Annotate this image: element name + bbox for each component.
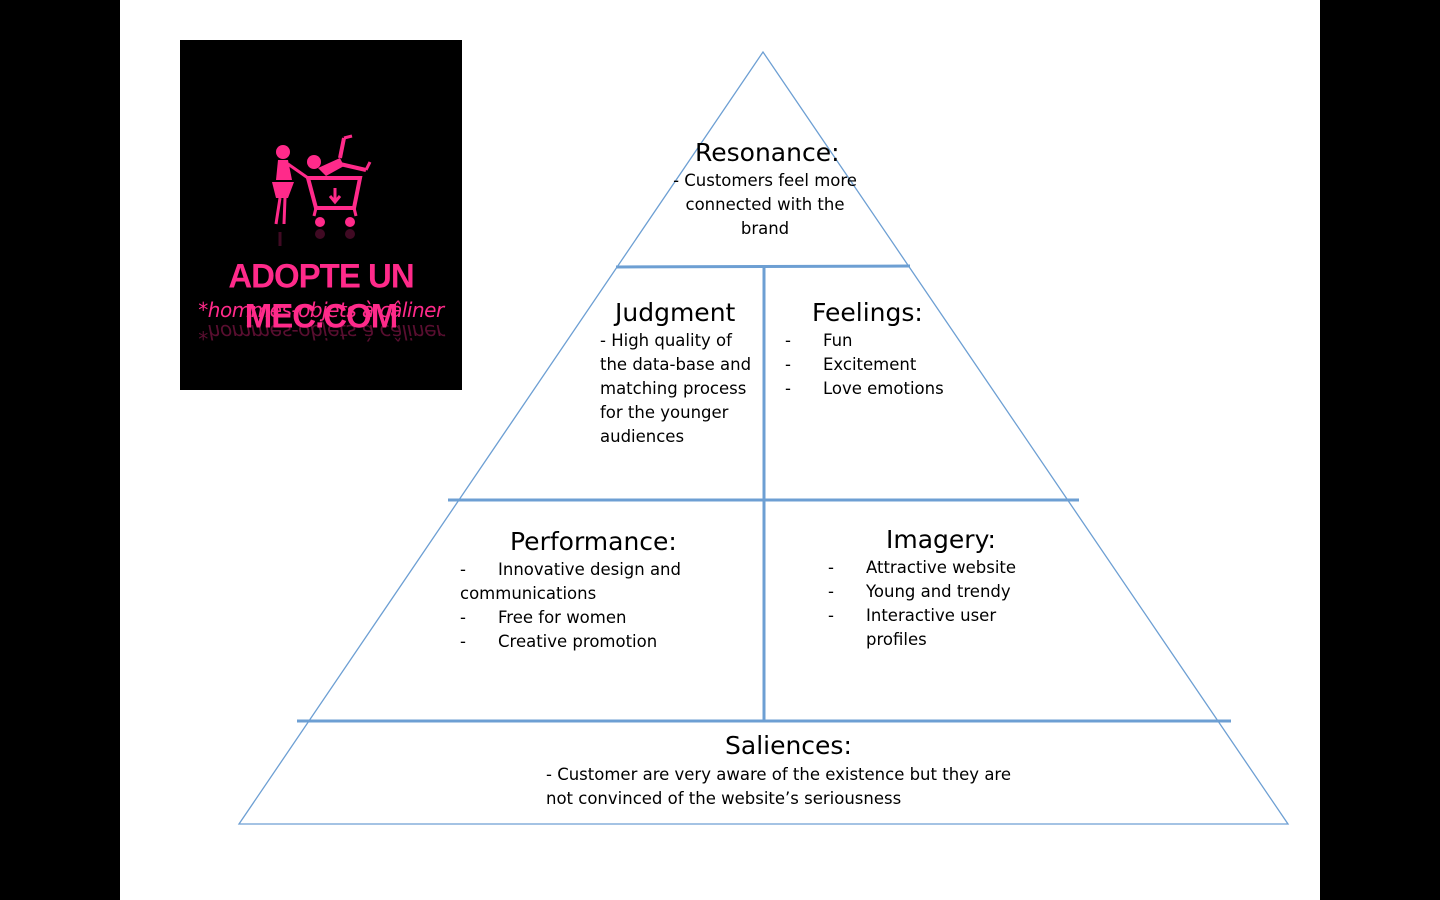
feelings-list: -Fun -Excitement -Love emotions [785,329,1005,401]
feelings-item: -Excitement [785,355,917,374]
performance-item: -Creative promotion [460,632,658,651]
pyramid-outline [237,50,1290,825]
adopteunmec-logo: ADOPTE UN MEC.COM *hommes-objets à câlin… [180,40,462,390]
imagery-item: -Interactive user profiles [828,606,997,649]
imagery-list: -Attractive website -Young and trendy -I… [828,556,1048,652]
performance-title: Performance: [510,527,677,556]
imagery-item: -Young and trendy [828,582,1011,601]
feelings-item: -Fun [785,331,853,350]
imagery-item: -Attractive website [828,558,1017,577]
performance-item: -Innovative design and communications [460,560,681,603]
judgment-title: Judgment [615,298,736,327]
feelings-title: Feelings: [812,298,923,327]
brand-resonance-pyramid [237,50,1290,825]
performance-list: -Innovative design and communications -F… [460,558,720,654]
woman-pushing-cart-with-man-icon [272,134,372,246]
resonance-text: - Customers feel more connected with the… [673,171,857,238]
saliences-text: - Customer are very aware of the existen… [546,765,1012,808]
performance-item: -Free for women [460,608,627,627]
imagery-title: Imagery: [886,525,996,554]
resonance-title: Resonance: [695,138,840,167]
logo-subtitle: *hommes-objets à câliner [198,298,444,322]
slide: ADOPTE UN MEC.COM *hommes-objets à câlin… [120,0,1320,900]
feelings-item: -Love emotions [785,379,944,398]
saliences-title: Saliences: [725,731,852,760]
logo-title: ADOPTE UN MEC.COM [228,256,414,335]
judgment-text: - High quality of the data-base and matc… [600,331,752,446]
divider-top [615,264,911,269]
